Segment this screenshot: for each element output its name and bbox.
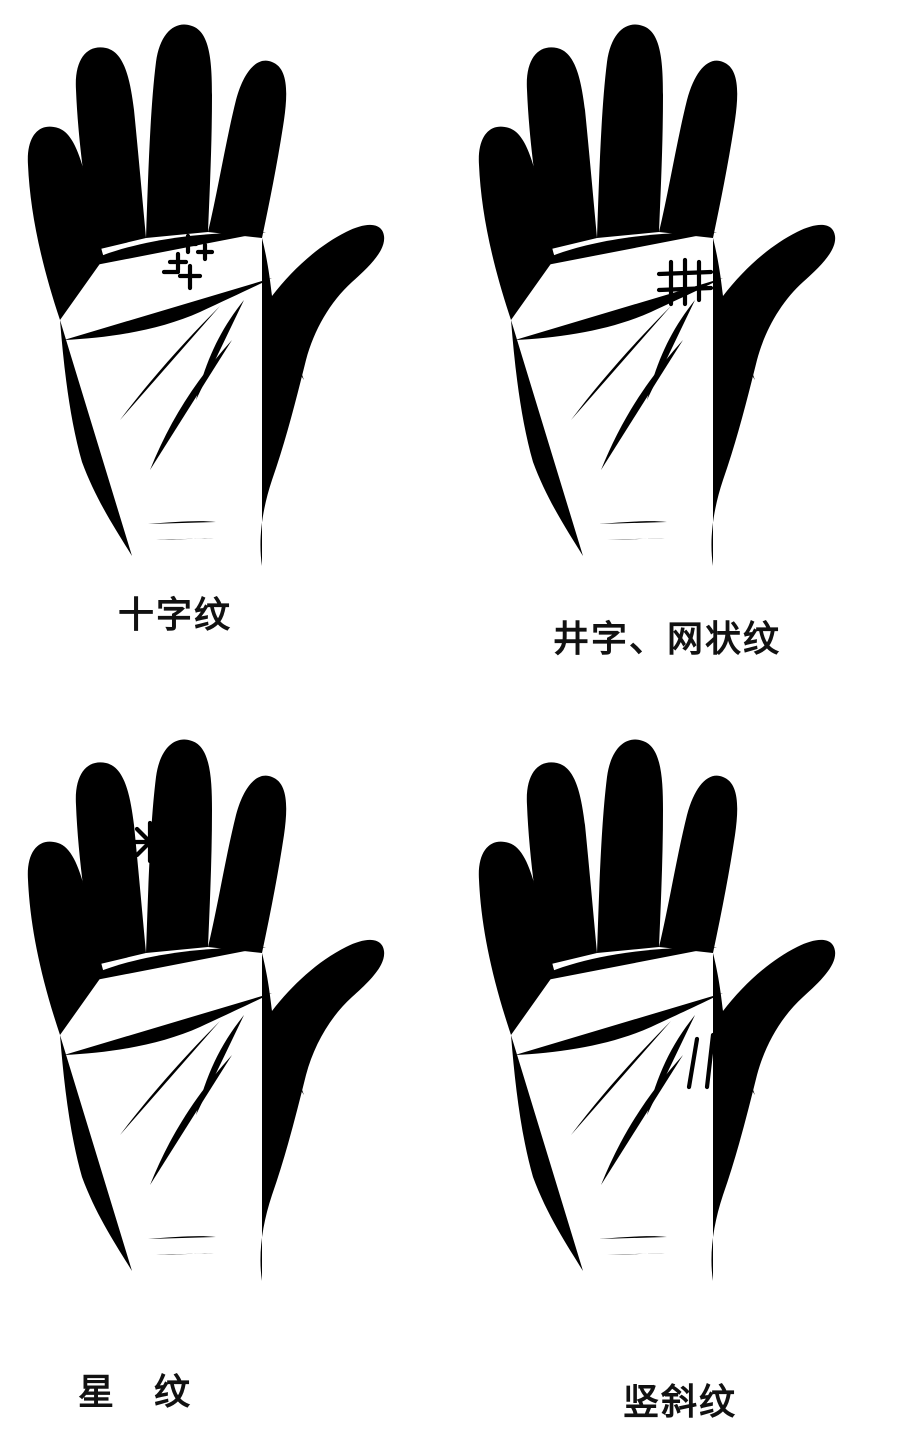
star-mark [129, 820, 171, 864]
caption-vertical-slanted-pattern: 竖斜纹 [623, 1382, 738, 1423]
hand-illustration [27, 739, 385, 1281]
caption-cross-pattern: 十字纹 [118, 595, 233, 636]
grid-marks [656, 257, 714, 307]
vertical-slanted-marks [686, 1032, 746, 1090]
caption-grid-pattern: 井字、网状纹 [553, 619, 782, 660]
hand-illustration [478, 24, 836, 566]
hand-illustration [478, 739, 836, 1281]
hand-illustration [27, 24, 385, 566]
cross-marks [161, 233, 215, 291]
caption-star-pattern: 星 纹 [78, 1372, 193, 1413]
panel-cross-pattern: 十字纹 [0, 0, 451, 715]
panel-vertical-slanted-pattern: 竖斜纹 [451, 715, 902, 1430]
panel-grid-pattern: 井字、网状纹 [451, 0, 902, 715]
panel-star-pattern: 星 纹 [0, 715, 451, 1430]
